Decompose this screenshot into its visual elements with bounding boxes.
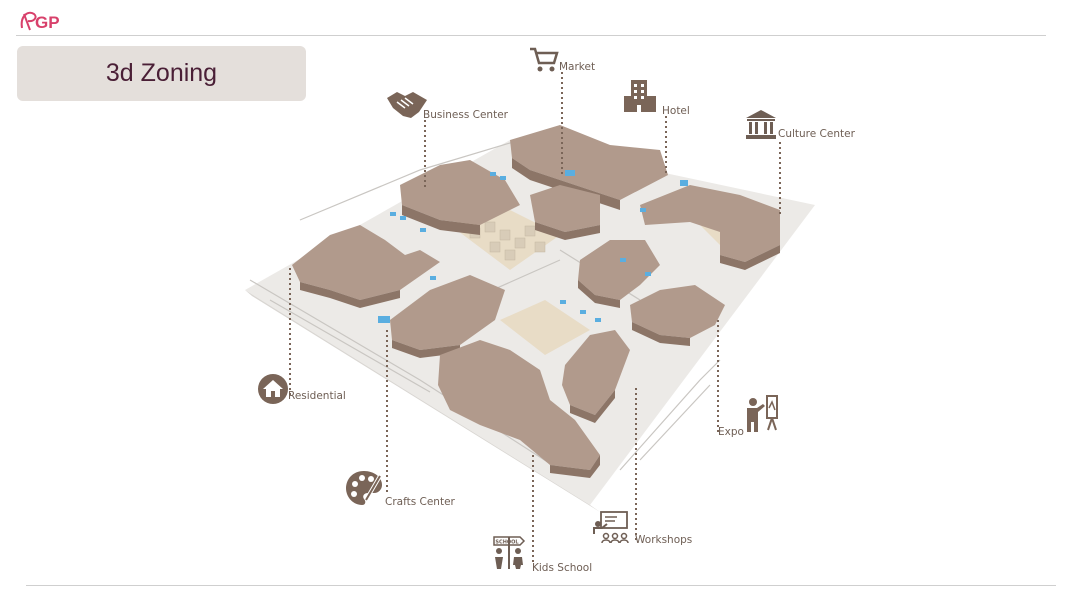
zone-label-expo: Expo: [718, 426, 744, 438]
cart-icon: [530, 47, 559, 72]
water-features: [378, 170, 688, 323]
museum-icon: [746, 110, 776, 139]
zone-label-residential: Residential: [288, 390, 346, 402]
presenter-icon: [747, 395, 778, 432]
school-sign-icon: SCHOOL: [493, 536, 526, 569]
house-icon: [258, 374, 288, 404]
zone-label-hotel: Hotel: [662, 105, 690, 117]
zone-label-workshops: Workshops: [635, 534, 693, 546]
zone-label-culture-center: Culture Center: [778, 128, 855, 140]
school-sign-text: SCHOOL: [495, 540, 519, 546]
page-title: 3d Zoning: [105, 59, 218, 87]
hotel-building-icon: [624, 80, 656, 112]
south-plaza: [500, 300, 590, 355]
zone-label-crafts-center: Crafts Center: [385, 496, 455, 508]
zone-label-kids-school: Kids School: [532, 562, 593, 574]
header-divider: [16, 35, 1046, 36]
zone-label-market: Market: [559, 61, 596, 73]
footer-divider: [26, 585, 1056, 586]
handshake-icon: [387, 92, 427, 118]
leader-lines: [289, 72, 781, 565]
classroom-icon: [593, 511, 629, 544]
logo-text: GP: [35, 13, 60, 32]
ground-shadow: [245, 290, 600, 512]
zone-label-business-center: Business Center: [423, 109, 508, 121]
company-logo: GP: [20, 11, 60, 32]
palette-icon: [346, 471, 382, 505]
building-clusters: [292, 125, 780, 478]
title-panel: 3d Zoning: [17, 46, 306, 101]
